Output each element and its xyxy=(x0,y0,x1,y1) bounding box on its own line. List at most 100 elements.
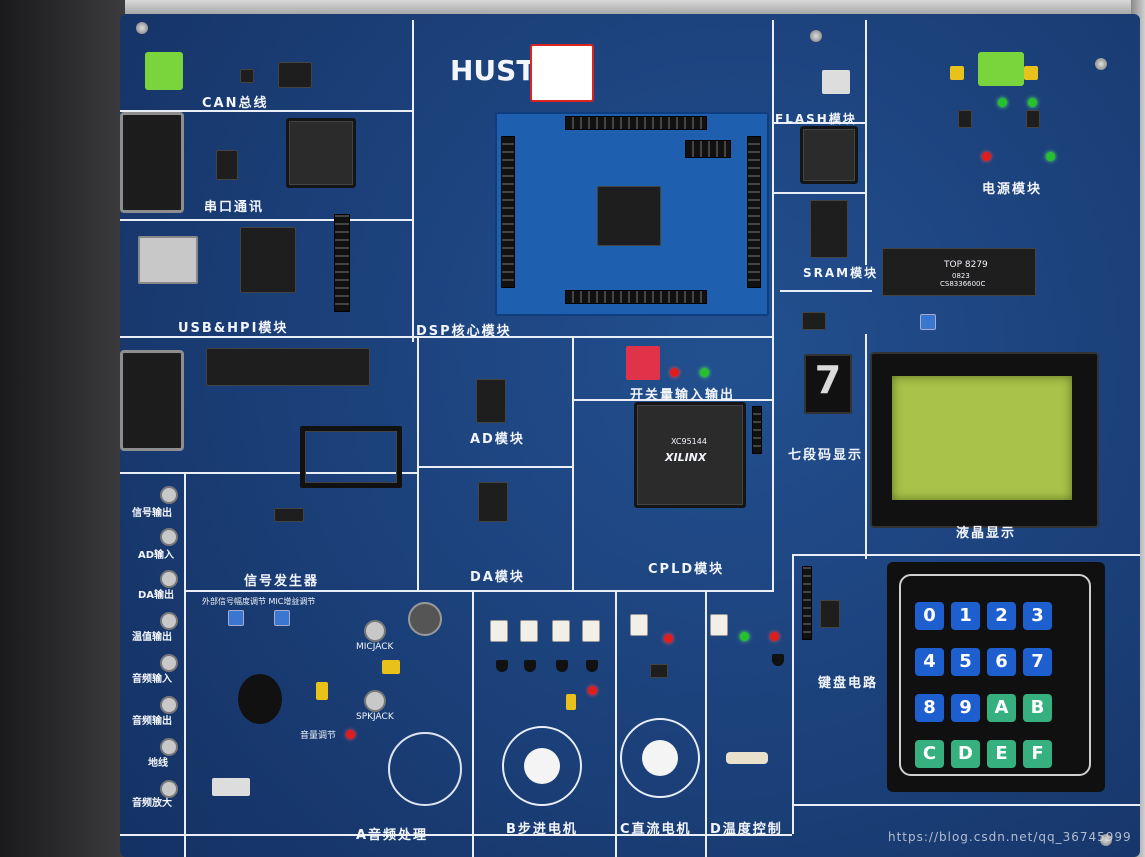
seven-segment-display: 7 xyxy=(804,354,852,414)
jack-label: AD输入 xyxy=(138,550,175,561)
chip xyxy=(240,69,254,83)
selector-switch[interactable] xyxy=(212,778,250,796)
contrast-pot[interactable] xyxy=(920,314,936,330)
transistor xyxy=(586,660,598,672)
speaker-grille xyxy=(388,732,462,806)
divider xyxy=(772,192,867,194)
stepper-led xyxy=(588,686,597,695)
signal-pot[interactable] xyxy=(228,610,244,626)
divider xyxy=(120,472,417,474)
keypad-key[interactable]: 0 xyxy=(915,602,944,630)
divider xyxy=(780,290,872,292)
mic-jack-label: MICJACK xyxy=(356,642,394,652)
test-jack[interactable] xyxy=(160,612,178,630)
microphone xyxy=(408,602,442,636)
jack-label: 信号输出 xyxy=(132,508,172,519)
serial-port-db9[interactable] xyxy=(120,350,184,451)
module-label-dc-motor: C直流电机 xyxy=(620,822,692,837)
keypad-key[interactable]: F xyxy=(1023,740,1052,768)
keypad-key[interactable]: D xyxy=(951,740,980,768)
transistor xyxy=(524,660,536,672)
chip-dip40 xyxy=(206,348,370,386)
can-terminal xyxy=(145,52,183,90)
keypad-key[interactable]: 3 xyxy=(1023,602,1052,630)
usb-port[interactable] xyxy=(138,236,198,284)
chip-usb-controller xyxy=(240,227,296,293)
da-chip xyxy=(478,482,508,522)
power-led xyxy=(1028,98,1037,107)
pin-header xyxy=(565,116,707,130)
jack-label: 音频输入 xyxy=(132,674,172,685)
keypad-key[interactable]: 7 xyxy=(1023,648,1052,676)
relay xyxy=(630,614,648,636)
chip-8279: TOP 8279 0823 CS8336600C xyxy=(882,248,1036,296)
divider xyxy=(120,336,772,338)
case-lining xyxy=(0,0,125,857)
case-top-rail xyxy=(0,0,1145,18)
chip xyxy=(820,600,840,628)
volume-label: 音量调节 xyxy=(300,731,337,741)
dip-switch[interactable] xyxy=(626,346,660,380)
test-jack[interactable] xyxy=(160,738,178,756)
keypad-key[interactable]: 9 xyxy=(951,694,980,722)
temp-led xyxy=(740,632,749,641)
stepper-rotor xyxy=(524,748,560,784)
pin-header xyxy=(752,406,762,454)
motor-led xyxy=(664,634,673,643)
test-jack[interactable] xyxy=(160,570,178,588)
screw-icon xyxy=(1100,834,1112,846)
cpld-chip: XILINX XC95144 xyxy=(634,402,746,508)
keypad-key[interactable]: E xyxy=(987,740,1016,768)
power-terminal xyxy=(978,52,1024,86)
mic-gain-pot[interactable] xyxy=(274,610,290,626)
keypad-key[interactable]: 1 xyxy=(951,602,980,630)
jack-label: 温值输出 xyxy=(132,632,172,643)
regulator xyxy=(958,110,972,128)
mic-jack[interactable] xyxy=(364,620,386,642)
divider xyxy=(792,554,1140,556)
divider xyxy=(472,590,474,857)
speaker-jack[interactable] xyxy=(364,690,386,712)
divider xyxy=(772,122,867,124)
capacitor xyxy=(950,66,964,80)
module-label-seven-seg: 七段码显示 xyxy=(788,448,864,463)
serial-port-db9[interactable] xyxy=(120,112,184,213)
keypad-key[interactable]: 2 xyxy=(987,602,1016,630)
test-jack[interactable] xyxy=(160,528,178,546)
divider xyxy=(120,219,412,221)
test-jack[interactable] xyxy=(160,486,178,504)
divider xyxy=(120,834,792,836)
jack-label: 音频输出 xyxy=(132,716,172,727)
flash-switch[interactable] xyxy=(822,70,850,94)
label-sticker xyxy=(530,44,594,102)
pin-header xyxy=(565,290,707,304)
test-jack[interactable] xyxy=(160,696,178,714)
transistor xyxy=(772,654,784,666)
jtag-header xyxy=(685,140,731,158)
test-jack[interactable] xyxy=(160,780,178,798)
chip xyxy=(278,62,312,88)
divider xyxy=(865,20,867,265)
volume-knob[interactable] xyxy=(238,674,282,724)
jack-label: DA输出 xyxy=(138,590,175,601)
relay xyxy=(552,620,570,642)
divider xyxy=(772,20,774,590)
capacitor xyxy=(316,682,328,700)
module-label-signal-gen: 信号发生器 xyxy=(244,574,320,589)
divider xyxy=(615,590,617,857)
test-jack[interactable] xyxy=(160,654,178,672)
keypad-key[interactable]: A xyxy=(987,694,1016,722)
module-label-switch-io: 开关量输入输出 xyxy=(630,388,736,403)
keypad-key[interactable]: C xyxy=(915,740,944,768)
jack-label: 音频放大 xyxy=(132,798,172,809)
keypad-key[interactable]: 6 xyxy=(987,648,1016,676)
keypad-key[interactable]: B xyxy=(1023,694,1052,722)
dsp-chip xyxy=(597,186,661,246)
keypad-key[interactable]: 8 xyxy=(915,694,944,722)
keypad-key[interactable]: 4 xyxy=(915,648,944,676)
divider xyxy=(572,399,772,401)
divider xyxy=(417,466,572,468)
jack-label: 地线 xyxy=(148,758,168,769)
board-logo: HUST xyxy=(450,54,536,87)
keypad-key[interactable]: 5 xyxy=(951,648,980,676)
